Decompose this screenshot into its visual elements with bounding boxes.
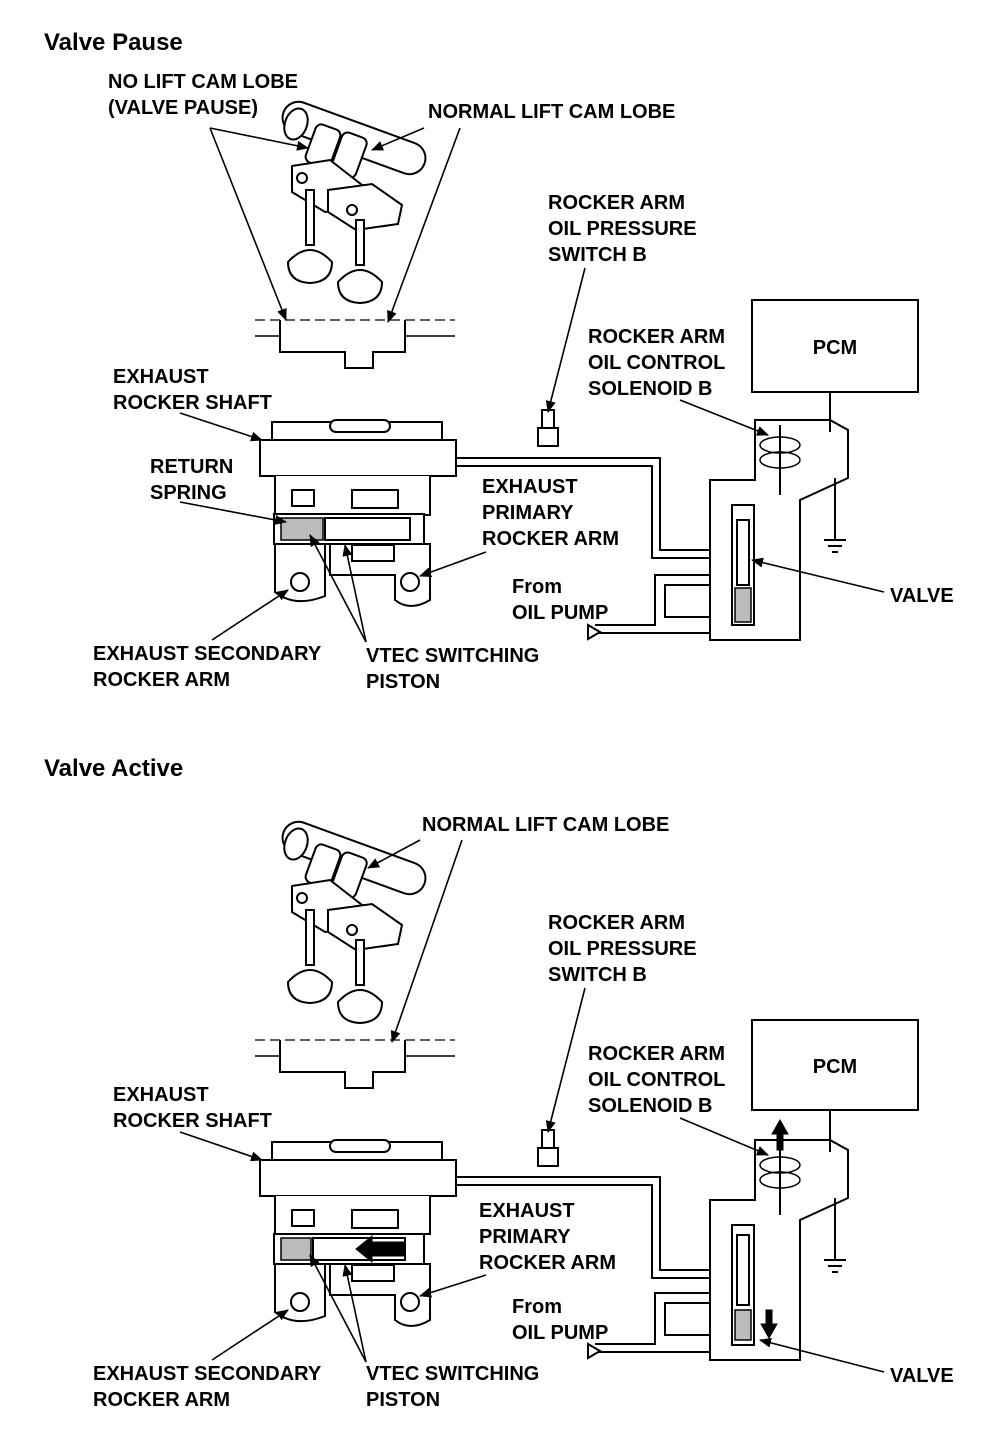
normal-lift-cam-lobe-label: NORMAL LIFT CAM LOBE xyxy=(428,101,675,123)
exhaust-primary-rocker-arm-label: EXHAUST PRIMARY ROCKER ARM xyxy=(479,1200,616,1274)
pcm-box: PCM xyxy=(751,1019,919,1273)
intake-valves-illustration xyxy=(286,909,384,1025)
cam-and-valve-assembly xyxy=(255,100,455,369)
solenoid-valve-body xyxy=(709,1118,849,1361)
cylinder-head-section xyxy=(255,319,455,369)
panel-title: Valve Pause xyxy=(44,29,183,56)
pcm-label: PCM xyxy=(813,337,857,359)
vtec-switching-piston-label: VTEC SWITCHING PISTON xyxy=(366,1363,545,1411)
valve-label: VALVE xyxy=(890,1365,954,1387)
piston-motion-arrow-icon xyxy=(355,1234,405,1264)
leader-lines xyxy=(179,127,885,643)
exhaust-rocker-shaft-label: EXHAUST ROCKER SHAFT xyxy=(113,366,272,414)
vtec-switching-piston-body xyxy=(324,517,411,541)
intake-valves-illustration xyxy=(286,189,384,305)
cam-and-valve-assembly xyxy=(255,820,455,1089)
normal-lift-cam-lobe-label: NORMAL LIFT CAM LOBE xyxy=(422,814,669,836)
exhaust-primary-rocker-arm-label: EXHAUST PRIMARY ROCKER ARM xyxy=(482,476,619,550)
exhaust-rocker-shaft-body xyxy=(259,1159,457,1197)
oil-pressure-switch-b xyxy=(537,409,559,447)
return-spring-coil xyxy=(280,1237,312,1261)
spool-valve xyxy=(736,519,750,586)
exhaust-rocker-shaft-body xyxy=(259,439,457,477)
rocker-shaft-assembly xyxy=(259,419,457,607)
camshaft-illustration xyxy=(281,820,427,899)
from-oil-pump-label: From OIL PUMP xyxy=(512,1296,608,1344)
no-lift-cam-lobe-label: NO LIFT CAM LOBE (VALVE PAUSE) xyxy=(108,71,304,119)
valve-down-arrow-icon xyxy=(760,1309,778,1340)
exhaust-secondary-rocker-arm-label: EXHAUST SECONDARY ROCKER ARM xyxy=(93,1363,326,1411)
rocker-shaft-assembly xyxy=(259,1139,457,1327)
valve-pause-panel: Valve Pause xyxy=(44,29,954,693)
oil-pressure-switch-label: ROCKER ARM OIL PRESSURE SWITCH B xyxy=(548,912,702,986)
cylinder-head-section xyxy=(255,1039,455,1089)
exhaust-secondary-rocker-arm-label: EXHAUST SECONDARY ROCKER ARM xyxy=(93,643,326,691)
panel-title: Valve Active xyxy=(44,755,183,782)
vtec-switching-piston-label: VTEC SWITCHING PISTON xyxy=(366,645,545,693)
return-spring-label: RETURN SPRING xyxy=(150,456,239,504)
pcm-label: PCM xyxy=(813,1056,857,1078)
oil-flow-arrow-icon xyxy=(587,623,602,641)
valve-spring xyxy=(734,1309,752,1341)
oil-pressure-switch-label: ROCKER ARM OIL PRESSURE SWITCH B xyxy=(548,192,702,266)
solenoid-up-arrow-icon xyxy=(771,1118,789,1151)
oil-flow-arrow-icon xyxy=(587,1342,602,1360)
return-spring-coil xyxy=(280,517,324,541)
leader-lines xyxy=(179,839,885,1373)
oil-pressure-switch-b xyxy=(537,1129,559,1167)
valve-active-panel: Valve Active xyxy=(44,755,954,1411)
pcm-box: PCM xyxy=(751,299,919,553)
oil-control-solenoid-label: ROCKER ARM OIL CONTROL SOLENOID B xyxy=(588,326,731,400)
spool-valve xyxy=(736,1234,750,1306)
exhaust-rocker-shaft-label: EXHAUST ROCKER SHAFT xyxy=(113,1084,272,1132)
from-oil-pump-label: From OIL PUMP xyxy=(512,576,608,624)
valve-spring xyxy=(734,587,752,623)
oil-control-solenoid-label: ROCKER ARM OIL CONTROL SOLENOID B xyxy=(588,1043,731,1117)
solenoid-valve-body xyxy=(709,419,849,641)
valve-label: VALVE xyxy=(890,585,954,607)
